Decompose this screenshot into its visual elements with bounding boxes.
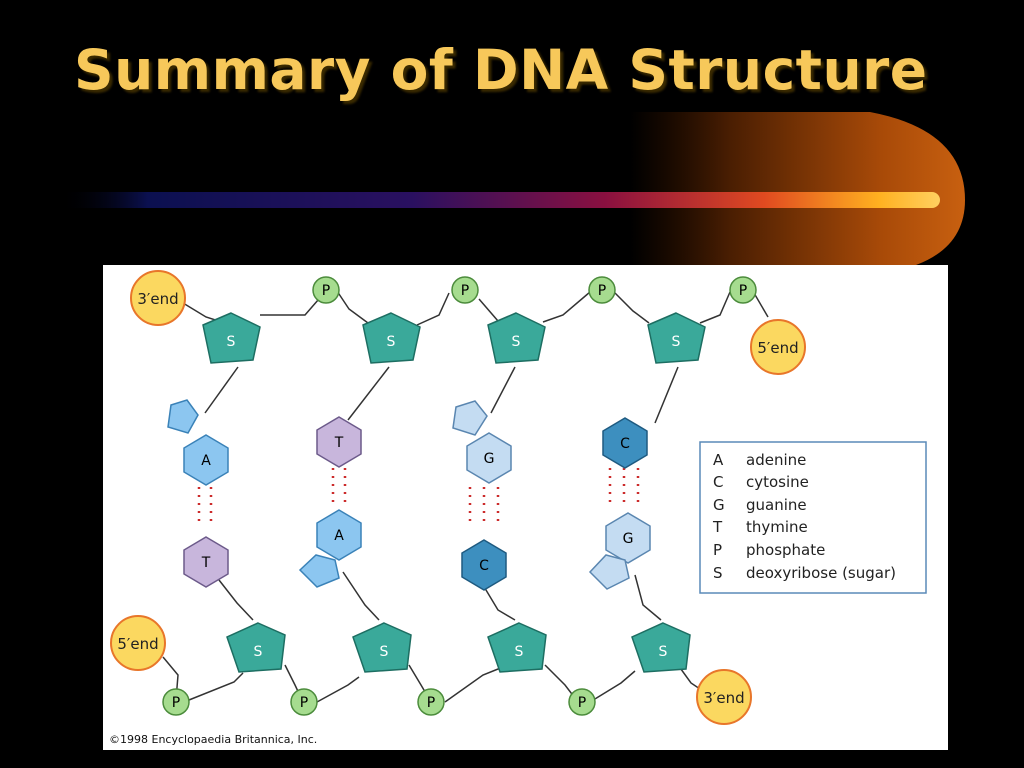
light-streak-bar xyxy=(60,192,940,208)
svg-text:S: S xyxy=(380,644,389,660)
legend-key: A xyxy=(713,451,724,469)
base-guanine: G xyxy=(588,512,651,590)
sugar-pentagon: S xyxy=(352,622,412,673)
legend-key: P xyxy=(713,541,722,559)
svg-text:P: P xyxy=(598,283,606,299)
end-3-bottom-right: 3′end xyxy=(696,669,752,725)
phosphate: P xyxy=(588,276,616,304)
svg-text:G: G xyxy=(484,451,495,467)
base-adenine: A xyxy=(298,509,362,588)
svg-text:S: S xyxy=(387,334,396,350)
phosphate: P xyxy=(417,688,445,716)
legend-key: S xyxy=(713,564,723,582)
legend-key: C xyxy=(713,473,723,491)
phosphate: P xyxy=(729,276,757,304)
svg-text:3′end: 3′end xyxy=(137,290,178,308)
base-guanine: G xyxy=(452,400,512,484)
legend: A adenine C cytosine G guanine T thymine… xyxy=(699,441,927,594)
svg-text:S: S xyxy=(512,334,521,350)
legend-label: phosphate xyxy=(746,541,825,559)
base-cytosine: C xyxy=(602,417,648,469)
svg-text:P: P xyxy=(427,695,435,711)
phosphate: P xyxy=(290,688,318,716)
svg-text:3′end: 3′end xyxy=(703,689,744,707)
svg-text:T: T xyxy=(334,435,344,451)
phosphate: P xyxy=(568,688,596,716)
svg-text:P: P xyxy=(578,695,586,711)
svg-text:T: T xyxy=(201,555,211,571)
svg-text:C: C xyxy=(620,436,630,452)
sugar-pentagon: S xyxy=(647,312,706,364)
legend-label: guanine xyxy=(746,496,807,514)
base-adenine: A xyxy=(167,399,229,486)
svg-text:A: A xyxy=(334,528,344,544)
sugar-pentagon: S xyxy=(362,312,421,364)
end-3-top-left: 3′end xyxy=(130,270,186,326)
svg-text:S: S xyxy=(659,644,668,660)
legend-key: G xyxy=(713,496,725,514)
legend-label: cytosine xyxy=(746,473,809,491)
legend-key: T xyxy=(712,518,723,536)
svg-text:A: A xyxy=(201,453,211,469)
svg-text:5′end: 5′end xyxy=(117,635,158,653)
sugar-pentagon: S xyxy=(487,312,546,364)
svg-text:5′end: 5′end xyxy=(757,339,798,357)
slide-title: Summary of DNA Structure xyxy=(74,38,928,102)
legend-label: adenine xyxy=(746,451,806,469)
svg-text:S: S xyxy=(227,334,236,350)
svg-text:P: P xyxy=(172,695,180,711)
svg-text:G: G xyxy=(623,531,634,547)
legend-label: deoxyribose (sugar) xyxy=(746,564,896,582)
copyright-notice: ©1998 Encyclopaedia Britannica, Inc. xyxy=(109,733,317,746)
dna-structure-diagram: 3′end 5′end 5′end 3′end P P P P S S S S … xyxy=(103,265,948,750)
hydrogen-bonds xyxy=(197,468,640,527)
svg-text:S: S xyxy=(515,644,524,660)
base-thymine: T xyxy=(316,416,362,468)
svg-text:P: P xyxy=(300,695,308,711)
top-backbone xyxy=(182,290,769,424)
legend-label: thymine xyxy=(746,518,808,536)
svg-text:C: C xyxy=(479,558,489,574)
phosphate: P xyxy=(162,688,190,716)
end-5-bottom-left: 5′end xyxy=(110,615,166,671)
phosphate: P xyxy=(451,276,479,304)
base-thymine: T xyxy=(183,536,229,588)
svg-text:P: P xyxy=(322,283,330,299)
sugar-pentagon: S xyxy=(202,312,261,364)
end-5-top-right: 5′end xyxy=(750,319,806,375)
svg-text:P: P xyxy=(461,283,469,299)
sugar-pentagon: S xyxy=(226,622,286,673)
svg-text:S: S xyxy=(254,644,263,660)
phosphate: P xyxy=(312,276,340,304)
sugar-pentagon: S xyxy=(631,622,691,673)
svg-text:P: P xyxy=(739,283,747,299)
base-cytosine: C xyxy=(461,539,507,591)
decorative-light-streak xyxy=(60,112,965,275)
svg-text:S: S xyxy=(672,334,681,350)
sugar-pentagon: S xyxy=(487,622,547,673)
